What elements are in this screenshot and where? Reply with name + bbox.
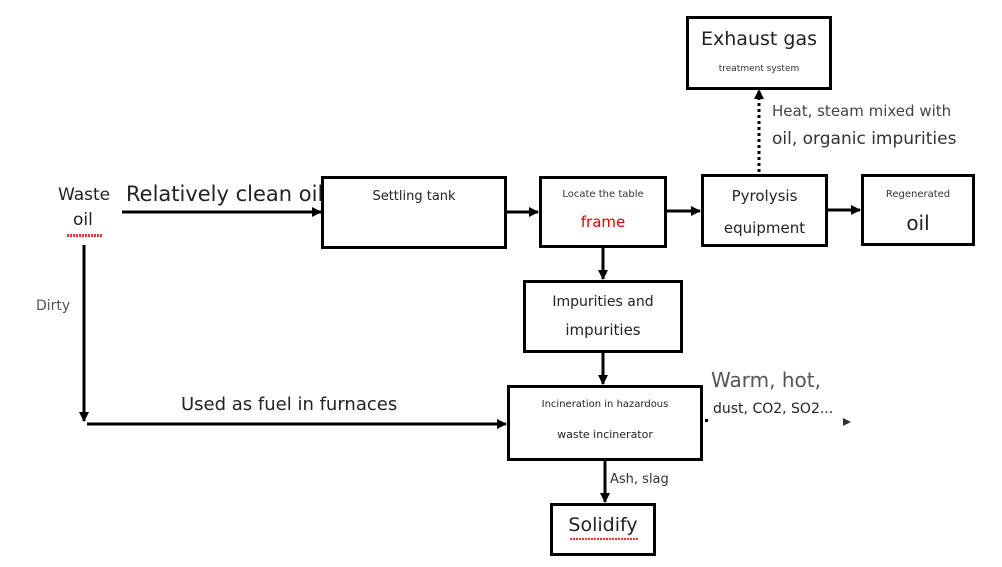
node-regenerated-oil: Regenerated oil (861, 174, 975, 246)
emission-arrowhead-icon (843, 418, 851, 426)
node-impurities-label-1: Impurities and (552, 294, 654, 310)
edge-label-exhaust-2: oil, organic impurities (772, 129, 957, 149)
node-pyrolysis-label-1: Pyrolysis (731, 187, 798, 205)
edge-label-emission-2: dust, CO2, SO2... (713, 401, 834, 417)
node-incineration: Incineration in hazardous waste incinera… (507, 385, 703, 461)
node-settling-tank-label: Settling tank (372, 189, 456, 204)
edge-label-emission-1: Warm, hot, (711, 368, 821, 392)
node-incineration-label-1: Incineration in hazardous (541, 399, 669, 410)
edge-label-exhaust-1: Heat, steam mixed with (772, 102, 952, 120)
input-label-waste: Waste (58, 185, 111, 205)
node-incineration-label-2: waste incinerator (557, 428, 653, 441)
node-exhaust-gas: Exhaust gas treatment system (686, 16, 832, 90)
node-settling-tank: Settling tank (321, 176, 507, 249)
node-solidify-label: Solidify (568, 514, 638, 536)
input-label-oil: oil (73, 210, 93, 230)
node-exhaust-gas-label-2: treatment system (718, 64, 800, 74)
node-regenerated-oil-label-2: oil (906, 211, 930, 235)
spellcheck-underline (67, 234, 103, 237)
node-impurities-label-2: impurities (565, 321, 641, 339)
node-pyrolysis-label-2: equipment (723, 219, 806, 237)
emission-dot (705, 419, 708, 422)
node-impurities: Impurities and impurities (523, 280, 683, 353)
node-regenerated-oil-label-1: Regenerated (885, 189, 951, 200)
node-locate-frame-label-2: frame (580, 213, 626, 231)
node-exhaust-gas-label-1: Exhaust gas (701, 28, 817, 50)
edge-label-dirty: Dirty (36, 298, 71, 314)
edge-label-ash: Ash, slag (610, 472, 669, 487)
edge-label-clean-oil: Relatively clean oil (126, 182, 324, 206)
node-pyrolysis: Pyrolysis equipment (701, 174, 828, 247)
node-locate-frame-label-1: Locate the table (562, 189, 644, 200)
node-solidify: Solidify (550, 503, 656, 556)
spellcheck-underline (570, 538, 638, 540)
node-locate-frame: Locate the table frame (539, 176, 667, 248)
edge-label-fuel: Used as fuel in furnaces (181, 394, 398, 415)
